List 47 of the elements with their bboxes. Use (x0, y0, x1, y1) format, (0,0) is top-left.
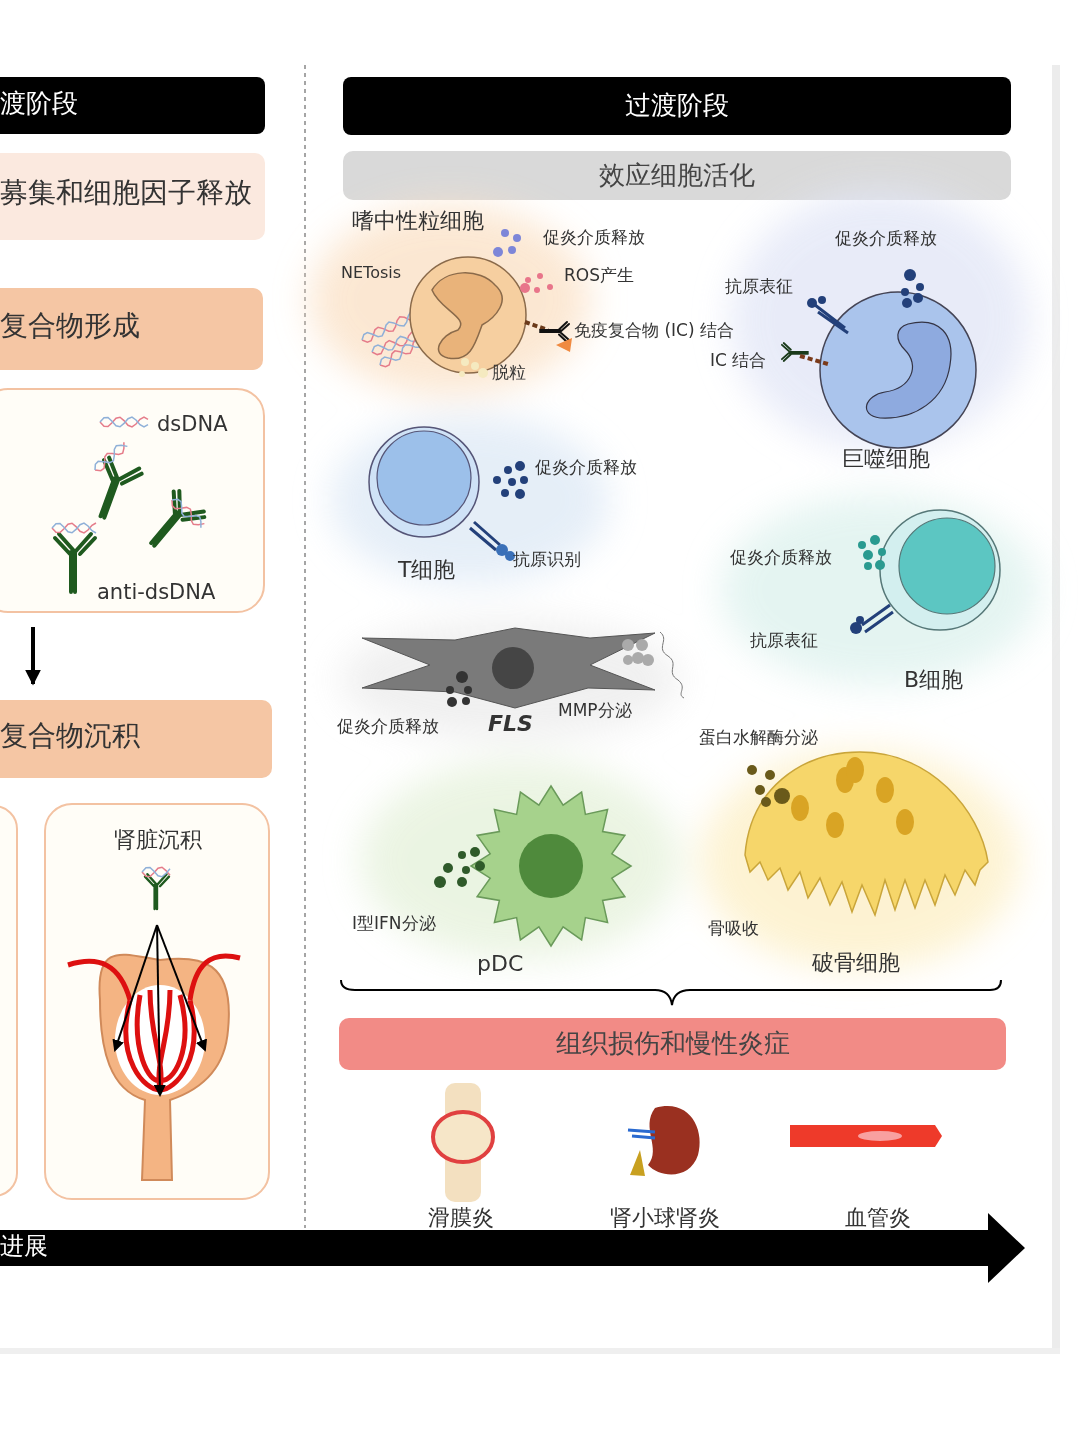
cell-name: pDC (477, 951, 524, 977)
stage-banner (0, 700, 272, 778)
process-label: 抗原识别 (513, 550, 581, 570)
stage-label: 效应细胞活化 (598, 161, 756, 191)
panel-box (0, 388, 265, 613)
process-label: 抗原表征 (725, 277, 793, 297)
stage-label: 过渡阶段 (624, 91, 730, 121)
process-label: IC 结合 (710, 351, 767, 371)
stage-label: anti-dsDNA (97, 580, 216, 605)
stage-label: 肾脏沉积 (114, 827, 202, 853)
process-label: 抗原表征 (750, 631, 818, 651)
process-label: I型IFN分泌 (352, 914, 436, 934)
disease-label: 肾小球肾炎 (610, 1205, 720, 1231)
stage-header-bar (0, 77, 265, 134)
cell-name: 嗜中性粒细胞 (352, 208, 484, 234)
disease-label: 滑膜炎 (428, 1205, 494, 1231)
cell-name: FLS (488, 711, 533, 737)
stage-label: 组织损伤和慢性炎症 (554, 1029, 791, 1059)
stage-label: 复合物沉积 (0, 720, 140, 753)
stage-label: 募集和细胞因子释放 (0, 177, 252, 210)
process-label: 促炎介质释放 (835, 229, 937, 249)
cell-name: B细胞 (904, 667, 964, 693)
cell-name: 巨噬细胞 (842, 446, 930, 472)
stage-banner (0, 288, 263, 370)
stage-header-bar (343, 77, 1011, 135)
process-label: 促炎介质释放 (337, 717, 439, 737)
arrow (25, 627, 41, 686)
disease-label: 血管炎 (845, 1205, 911, 1231)
stage-label: 进展 (0, 1233, 48, 1261)
process-label: 骨吸收 (708, 919, 759, 939)
process-label: 免疫复合物 (IC) 结合 (574, 321, 734, 341)
process-label: ROS产生 (564, 266, 634, 286)
stage-label: dsDNA (157, 412, 228, 437)
stage-label: 复合物形成 (0, 310, 140, 343)
process-label: 蛋白水解酶分泌 (699, 728, 818, 748)
process-label: 促炎介质释放 (535, 458, 637, 478)
process-label: NETosis (341, 264, 402, 283)
process-label: 脱粒 (492, 363, 526, 383)
stage-banner (343, 151, 1011, 200)
cell-name: 破骨细胞 (812, 950, 900, 976)
cell-name: T细胞 (398, 557, 456, 583)
stage-banner (339, 1018, 1006, 1070)
process-label: 促炎介质释放 (730, 548, 832, 568)
process-label: MMP分泌 (558, 701, 632, 721)
process-label: 促炎介质释放 (543, 228, 645, 248)
stage-banner (0, 153, 265, 240)
stage-label: 渡阶段 (0, 89, 78, 119)
